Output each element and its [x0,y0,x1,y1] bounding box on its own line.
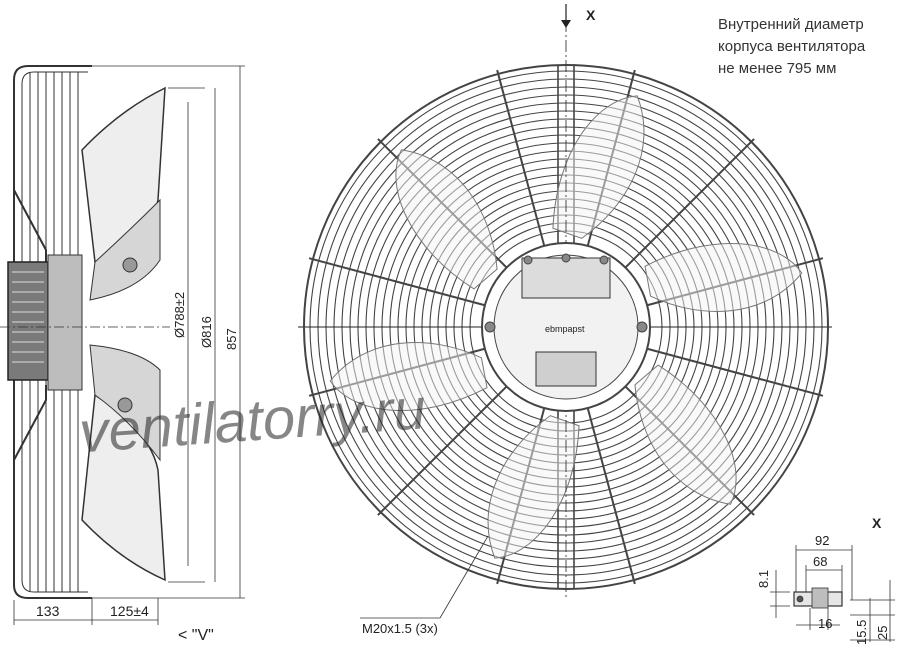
dim-detail-25: 25 [875,626,890,640]
impeller-blade [634,364,737,505]
section-mark-top-label: X [586,7,596,23]
impeller-blade [329,342,488,411]
guard-spoke [586,407,636,585]
inner-diameter-note: Внутренний диаметр корпуса вентилятора н… [718,14,898,80]
note-line-2: корпуса вентилятора [718,38,866,55]
hub-brand-label: ebmpapst [545,324,585,334]
hub-bolt-1 [484,321,496,333]
dim-detail-92: 92 [815,533,829,548]
hub-bolt-5 [523,255,533,265]
detail-x [770,545,895,642]
blade-upper-2 [89,198,161,301]
hub-flange [47,254,83,391]
hub-bolt-3 [561,253,571,263]
dim-detail-15-5: 15.5 [854,620,869,645]
guard-spoke [624,138,755,269]
guard-spoke [377,385,508,516]
impeller-blades [329,95,803,559]
side-dimensions [13,65,245,625]
note-line-1: Внутренний диаметр [718,16,864,33]
impeller-blade [395,149,498,290]
guard-spoke [646,347,824,397]
hub-label-plate [535,351,597,387]
impeller-blade [487,415,580,559]
dim-detail-68: 68 [813,554,827,569]
side-strut-top [13,189,47,265]
side-hub-bolt-top [122,257,138,273]
detail-x-label: X [872,515,882,531]
impeller-blade [552,95,645,239]
dim-dia-blade: Ø788±2 [172,292,187,338]
view-label: < "V" [178,627,214,644]
guard-spoke [496,69,546,247]
hub-terminal-block [521,257,611,299]
dim-depth-front: 133 [36,603,60,619]
note-line-3: не менее 795 мм [718,60,837,77]
dim-thread: M20x1.5 (3x) [362,621,438,636]
impeller-blade [644,243,803,312]
side-strut-bottom [13,385,47,461]
dim-depth-rear: 125±4 [110,603,149,619]
front-view [298,20,832,600]
section-mark-top [561,4,571,28]
side-hub-bolt-bottom [117,397,133,413]
guard-outer-ring [303,64,829,590]
thread-leader [439,535,489,619]
hub-bolt-4 [599,255,609,265]
guard-spoke [308,257,486,307]
side-view [0,65,170,599]
dim-detail-8-1: 8.1 [756,570,771,588]
hub-bolt-2 [636,321,648,333]
dim-dia-ring: Ø816 [199,316,214,348]
motor-fins [12,271,44,363]
dim-detail-16: 16 [818,616,832,631]
dim-height-total: 857 [224,328,239,350]
